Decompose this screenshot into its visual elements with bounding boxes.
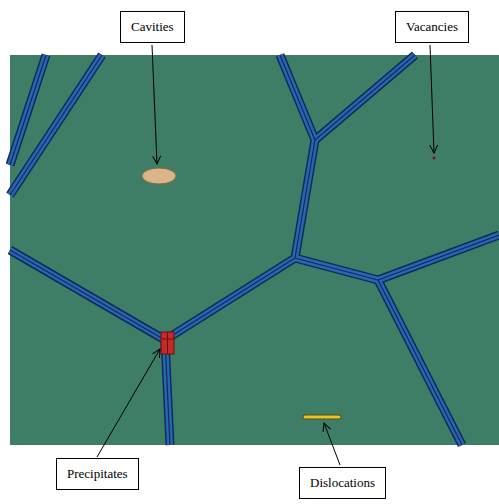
grain-boundaries [10,55,499,445]
cavity [142,168,176,184]
dislocation [305,417,339,418]
label-text: Cavities [131,19,174,34]
label-box: Dislocations [299,467,386,499]
precipitate [161,332,174,354]
label-text: Precipitates [67,466,128,481]
label-box: Precipitates [56,458,139,490]
label-box: Cavities [120,11,185,43]
vacancy [432,156,435,159]
label-text: Dislocations [310,475,375,490]
label-text: Vacancies [406,19,458,34]
leader-lines [97,45,434,465]
label-box: Vacancies [395,11,469,43]
grain-field [10,55,499,445]
